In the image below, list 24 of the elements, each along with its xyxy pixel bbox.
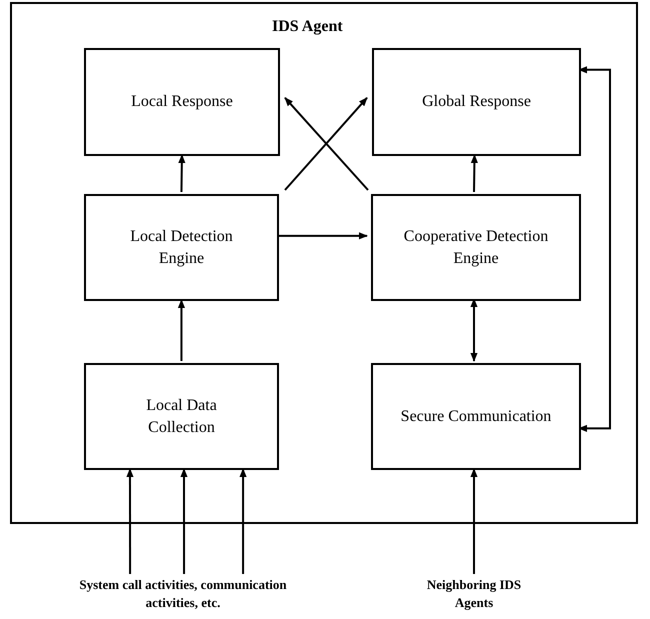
arrow	[470, 468, 478, 574]
agent-frame	[10, 2, 638, 524]
arrow	[178, 299, 186, 361]
component-label: Local Data Collection	[145, 396, 218, 438]
arrow	[277, 232, 368, 240]
component-box	[84, 48, 280, 156]
arrow	[470, 154, 478, 192]
input-source-label: System call activities, communication activities, etc.	[78, 576, 288, 612]
arrow	[178, 154, 186, 192]
component-box	[84, 363, 279, 470]
component-box	[84, 194, 279, 301]
component-label: Local Response	[131, 92, 233, 112]
component-label: Secure Communication	[400, 406, 552, 426]
arrow	[239, 468, 247, 574]
arrow	[180, 468, 188, 574]
component-label: Local Detection Engine	[129, 226, 234, 268]
component-label: Global Response	[422, 92, 531, 112]
arrow	[126, 468, 134, 574]
frame-title: IDS Agent	[272, 17, 343, 37]
component-label: Cooperative Detection Engine	[402, 226, 550, 268]
input-source-label: Neighboring IDS Agents	[426, 576, 522, 612]
component-box	[372, 48, 581, 156]
component-box	[371, 194, 581, 301]
component-box	[371, 363, 581, 470]
